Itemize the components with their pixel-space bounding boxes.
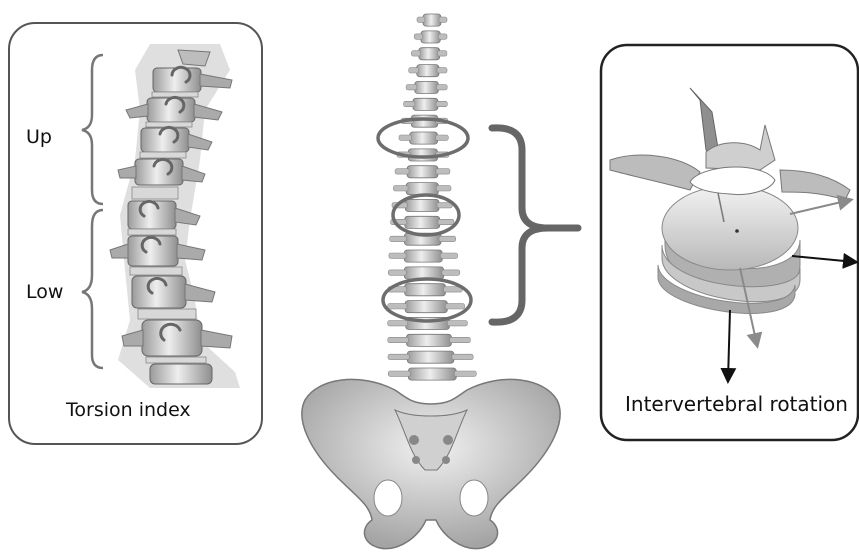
- vertebra-process: [438, 219, 454, 224]
- vertebra-body: [410, 132, 438, 144]
- pelvis: [302, 379, 560, 548]
- vertebra-9: [150, 364, 212, 384]
- vertebra-process: [454, 371, 476, 376]
- vertebra-process: [404, 101, 415, 106]
- vertebra-process: [436, 186, 451, 191]
- vertebra-body: [408, 368, 456, 380]
- vertebra-process: [388, 337, 409, 342]
- vertebra-process: [436, 135, 449, 140]
- vertebra-body: [405, 301, 447, 313]
- vertebra-body: [405, 284, 446, 296]
- vertebra-process: [411, 51, 420, 56]
- vertebra-process: [436, 169, 450, 174]
- vertebra-process: [390, 236, 407, 241]
- vertebra-body: [404, 267, 443, 279]
- vertebra-process: [442, 270, 460, 275]
- vertebra-process: [452, 354, 473, 359]
- vertebra-process: [388, 270, 406, 275]
- vertebra-process: [417, 17, 425, 22]
- vertebra-body: [415, 81, 439, 93]
- vertebra-body: [405, 199, 439, 211]
- vertebra-process: [409, 68, 419, 73]
- vertebra-process: [399, 135, 412, 140]
- vertebra-body: [407, 351, 454, 363]
- vertebra-process: [438, 34, 447, 39]
- vertebra-body: [406, 183, 438, 195]
- vertebra-body: [421, 31, 440, 43]
- vertebra-body: [417, 65, 439, 77]
- curly-brace: [492, 128, 578, 322]
- vertebra-body: [423, 14, 441, 26]
- torsion-index-label: Torsion index: [66, 399, 191, 421]
- vertebra-process: [414, 34, 423, 39]
- torsion-panel: [9, 23, 262, 444]
- vertebra-body: [407, 166, 438, 178]
- vertebra-process: [393, 186, 408, 191]
- vertebra-process: [438, 51, 447, 56]
- rotation-panel: [601, 45, 858, 440]
- vertebra-process: [388, 321, 408, 326]
- vertebra-process: [450, 337, 471, 342]
- vertebra-process: [388, 371, 410, 376]
- vertebra-process: [388, 304, 407, 309]
- vertebra-process: [447, 321, 467, 326]
- vertebra-process: [439, 236, 456, 241]
- vertebra-process: [395, 169, 409, 174]
- vertebra-process: [406, 85, 417, 90]
- vertebra-process: [445, 304, 464, 309]
- vertebra-process: [440, 253, 457, 258]
- vertebra-body: [419, 48, 440, 60]
- full-spine-model: [302, 14, 578, 549]
- vertebra-body: [405, 216, 440, 228]
- vertebra-body: [406, 334, 451, 346]
- vertebra-process: [439, 17, 447, 22]
- vertebra-process: [437, 85, 448, 90]
- low-label: Low: [26, 281, 63, 303]
- intervertebral-rotation-label: Intervertebral rotation: [625, 392, 848, 416]
- vertebra-process: [388, 354, 409, 359]
- vertebra-process: [437, 68, 447, 73]
- vertebra-process: [436, 101, 447, 106]
- vertebra-process: [389, 253, 406, 258]
- vertebra-body: [404, 250, 442, 262]
- up-label: Up: [26, 126, 52, 148]
- vertebra-body: [413, 98, 438, 110]
